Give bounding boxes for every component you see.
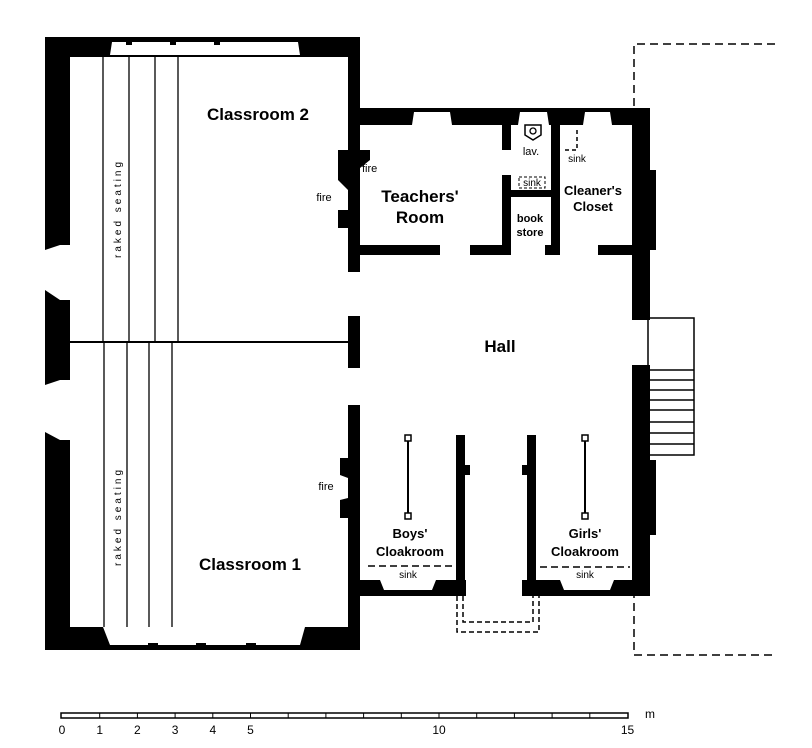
label-raked-seating-bottom: raked seating xyxy=(113,467,124,566)
label-classroom1: Classroom 1 xyxy=(199,555,301,574)
label-sink-lav: sink xyxy=(523,178,542,189)
windows xyxy=(45,42,614,645)
scale-label: 3 xyxy=(172,723,179,737)
scale-unit: m xyxy=(645,707,655,721)
label-sink-girls: sink xyxy=(576,570,595,581)
label-book-store-2: store xyxy=(517,227,544,239)
scale-label: 10 xyxy=(432,723,446,737)
label-sink-closet: sink xyxy=(568,154,587,165)
label-fire-classroom1: fire xyxy=(318,481,333,493)
label-cleaners-closet-1: Cleaner's xyxy=(564,183,622,198)
label-sink-boys: sink xyxy=(399,570,418,581)
label-classroom2: Classroom 2 xyxy=(207,105,309,124)
label-teachers-room-1: Teachers' xyxy=(381,187,458,206)
raked-seating-lines xyxy=(70,57,348,627)
label-raked-seating-top: raked seating xyxy=(113,159,124,258)
scale-bar: 0 1 2 3 4 5 10 15 m xyxy=(59,707,655,737)
toilet-icon xyxy=(524,124,542,141)
scale-label: 5 xyxy=(247,723,254,737)
scale-label: 1 xyxy=(96,723,103,737)
label-cleaners-closet-2: Closet xyxy=(573,199,613,214)
scale-label: 15 xyxy=(621,723,635,737)
label-teachers-room-2: Room xyxy=(396,208,444,227)
scale-label: 2 xyxy=(134,723,141,737)
sink-closet-line xyxy=(563,130,578,151)
scale-label: 0 xyxy=(59,723,66,737)
label-book-store-1: book xyxy=(517,213,544,225)
scale-label: 4 xyxy=(209,723,216,737)
entrance-stairs xyxy=(647,317,695,456)
label-girls-cloakroom-1: Girls' xyxy=(569,526,602,541)
porch-outline xyxy=(456,596,540,633)
label-fire-classroom2: fire xyxy=(316,192,331,204)
label-fire-teachers: fire xyxy=(362,163,377,175)
coat-rail-boys xyxy=(404,434,412,520)
label-lav: lav. xyxy=(523,146,539,158)
adjacent-building-outline xyxy=(633,43,775,656)
label-boys-cloakroom-1: Boys' xyxy=(393,526,428,541)
label-girls-cloakroom-2: Cloakroom xyxy=(551,544,619,559)
sink-lav-box xyxy=(518,176,546,189)
coat-rail-girls xyxy=(581,434,589,520)
label-hall: Hall xyxy=(484,337,515,356)
label-boys-cloakroom-2: Cloakroom xyxy=(376,544,444,559)
